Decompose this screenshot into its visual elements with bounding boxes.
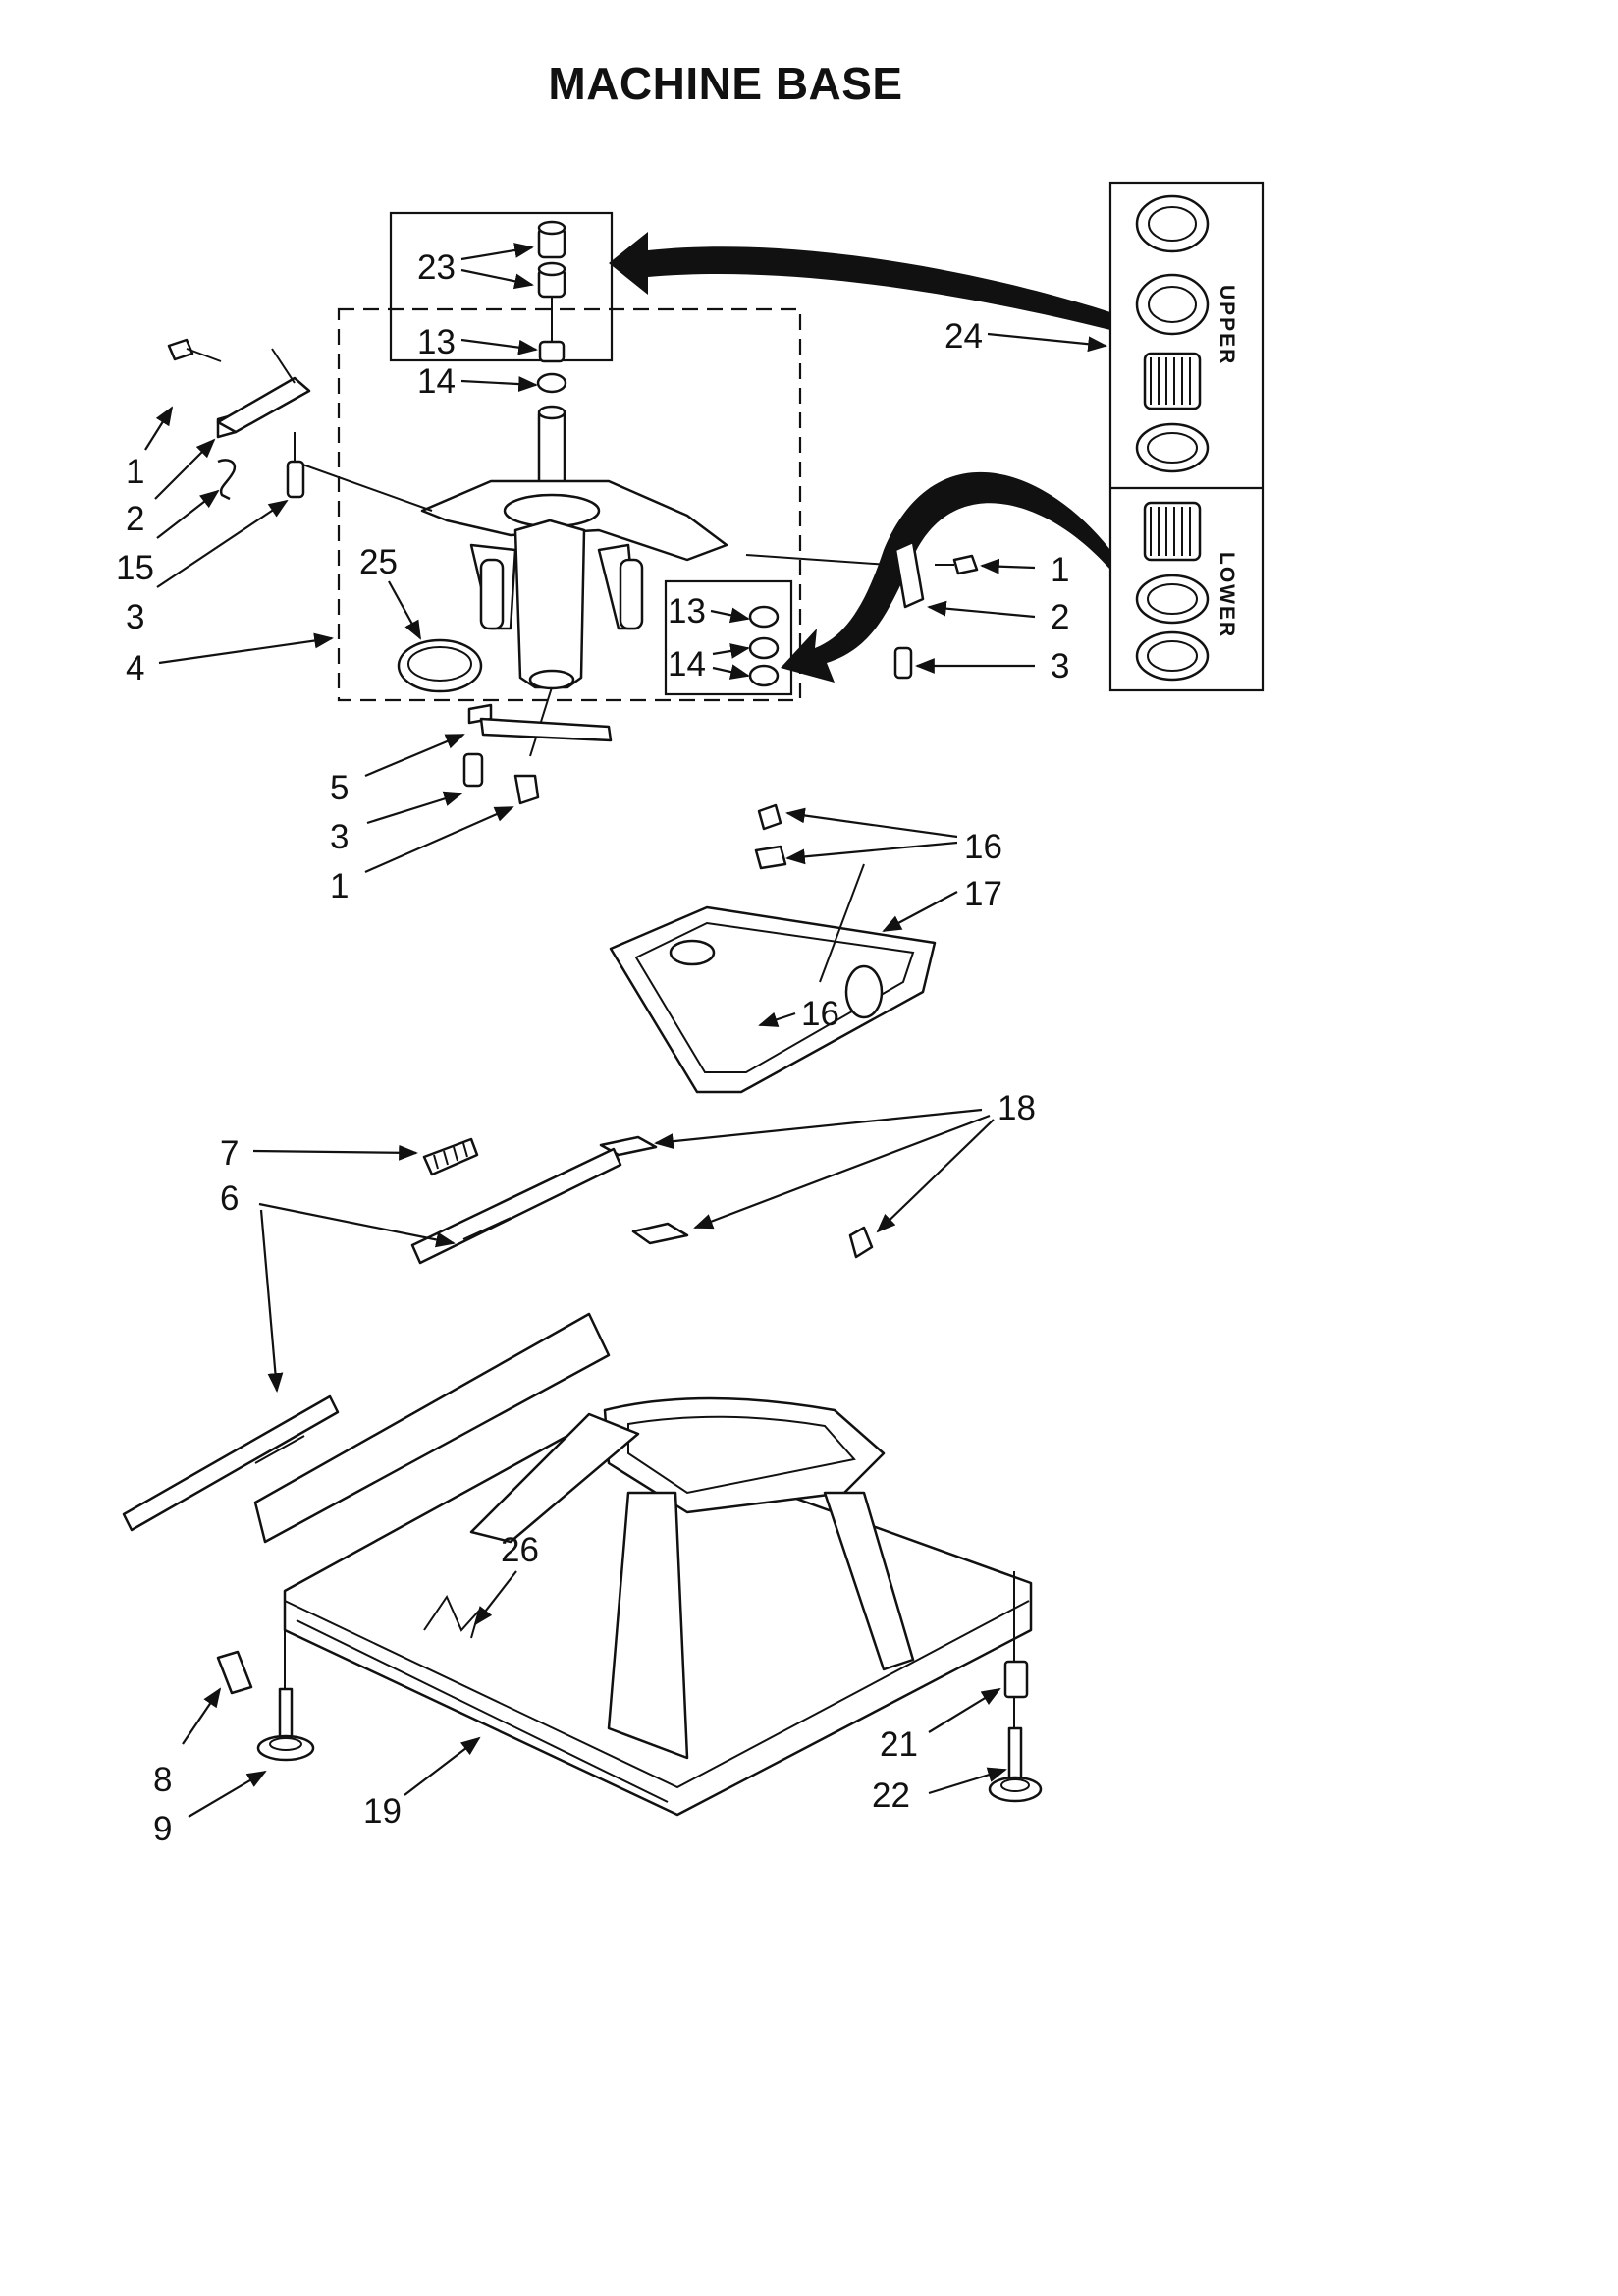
right-suspension-hardware bbox=[893, 540, 979, 680]
callout-2-right: 2 bbox=[1051, 598, 1069, 636]
left-suspension-hardware bbox=[167, 338, 311, 501]
feet-hardware bbox=[216, 1571, 1043, 1803]
kit-upper-label: UPPER bbox=[1215, 285, 1238, 365]
frame-17 bbox=[609, 863, 937, 1094]
upper-bearing-parts bbox=[536, 220, 567, 394]
lower-suspension-hardware bbox=[462, 703, 613, 805]
callout-13-lower: 13 bbox=[668, 592, 706, 630]
callout-leaders bbox=[144, 243, 1107, 1818]
callout-26: 26 bbox=[501, 1531, 539, 1569]
callout-7: 7 bbox=[220, 1134, 239, 1173]
callout-1-bottom: 1 bbox=[330, 867, 349, 905]
callout-4: 4 bbox=[126, 649, 144, 687]
upper-kit-arrow bbox=[609, 232, 1110, 330]
callout-3-bottom: 3 bbox=[330, 818, 349, 856]
brackets-6 bbox=[122, 1147, 622, 1532]
lower-bearing-parts bbox=[748, 605, 780, 687]
suspension-assembly-box bbox=[337, 307, 802, 702]
callout-1-left: 1 bbox=[126, 453, 144, 491]
suspension-assembly bbox=[294, 405, 890, 757]
callout-5: 5 bbox=[330, 769, 349, 807]
upper-bearing-box bbox=[389, 211, 614, 362]
callout-14-upper: 14 bbox=[417, 362, 456, 401]
callout-24: 24 bbox=[944, 317, 983, 355]
callout-6: 6 bbox=[220, 1179, 239, 1218]
callout-13-upper: 13 bbox=[417, 323, 456, 361]
callout-3-left: 3 bbox=[126, 598, 144, 636]
callout-19: 19 bbox=[363, 1792, 402, 1831]
callout-22: 22 bbox=[872, 1777, 910, 1815]
callout-17: 17 bbox=[964, 875, 1002, 913]
machine-base-19 bbox=[253, 1312, 1033, 1817]
callout-2-left: 2 bbox=[126, 500, 144, 538]
callout-21: 21 bbox=[880, 1725, 918, 1764]
callout-16-upper: 16 bbox=[964, 828, 1002, 866]
kit-lower-label: LOWER bbox=[1215, 552, 1238, 638]
page-title-text: MACHINE BASE bbox=[548, 58, 903, 109]
bearing-kit-box bbox=[1108, 181, 1265, 692]
callout-3-right: 3 bbox=[1051, 647, 1069, 685]
callout-25: 25 bbox=[359, 543, 398, 581]
callout-18: 18 bbox=[998, 1089, 1036, 1127]
bearing-kit-rings bbox=[1135, 194, 1210, 682]
page-title: MACHINE BASE bbox=[0, 57, 1618, 110]
spring-7 bbox=[422, 1137, 479, 1176]
callout-1-right: 1 bbox=[1051, 551, 1069, 589]
callout-16-lower: 16 bbox=[801, 995, 839, 1033]
seal-25 bbox=[397, 638, 483, 693]
callout-9: 9 bbox=[153, 1810, 172, 1848]
lower-kit-arrow bbox=[781, 471, 1110, 683]
callout-numbers: 23 13 14 24 1 2 15 3 4 25 13 14 1 2 3 5 … bbox=[116, 248, 1069, 1848]
parts-18 bbox=[599, 1135, 874, 1259]
callout-23: 23 bbox=[417, 248, 456, 287]
callout-14-lower: 14 bbox=[668, 645, 706, 683]
lower-bearing-box bbox=[664, 579, 793, 696]
callout-8: 8 bbox=[153, 1761, 172, 1799]
callout-15: 15 bbox=[116, 549, 154, 587]
